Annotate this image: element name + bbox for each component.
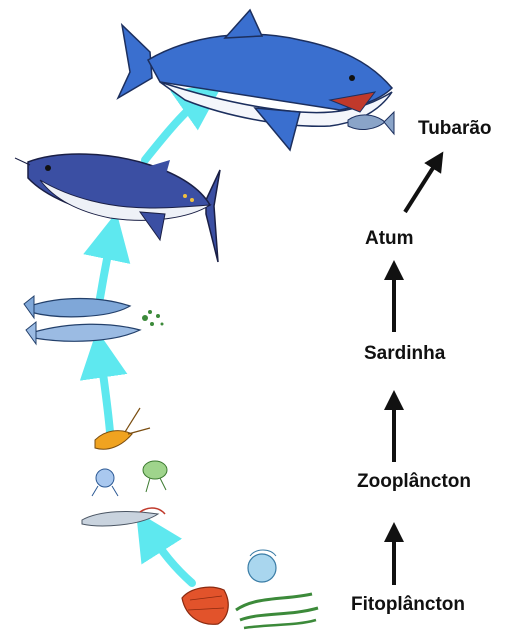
- label-tubarao: Tubarão: [418, 118, 492, 140]
- arrow-atum-to-tubarao-label: [405, 160, 438, 212]
- arrow-tuna-to-shark: [145, 96, 205, 160]
- sardine-icon: [24, 296, 164, 344]
- arrow-zoo-to-sardine: [100, 352, 110, 432]
- arrow-sardine-to-tuna: [100, 234, 112, 298]
- tuna-icon: [15, 154, 220, 262]
- phytoplankton-icon: [182, 550, 318, 628]
- label-sardinha: Sardinha: [364, 343, 445, 365]
- label-zooplancton: Zooplâncton: [357, 471, 471, 493]
- label-atum: Atum: [365, 228, 414, 250]
- shark-icon: [118, 10, 394, 150]
- black-arrows: [394, 160, 438, 585]
- zooplankton-icon: [82, 408, 167, 526]
- arrow-phyto-to-zoo: [148, 530, 192, 583]
- label-fitoplancton: Fitoplâncton: [351, 594, 465, 616]
